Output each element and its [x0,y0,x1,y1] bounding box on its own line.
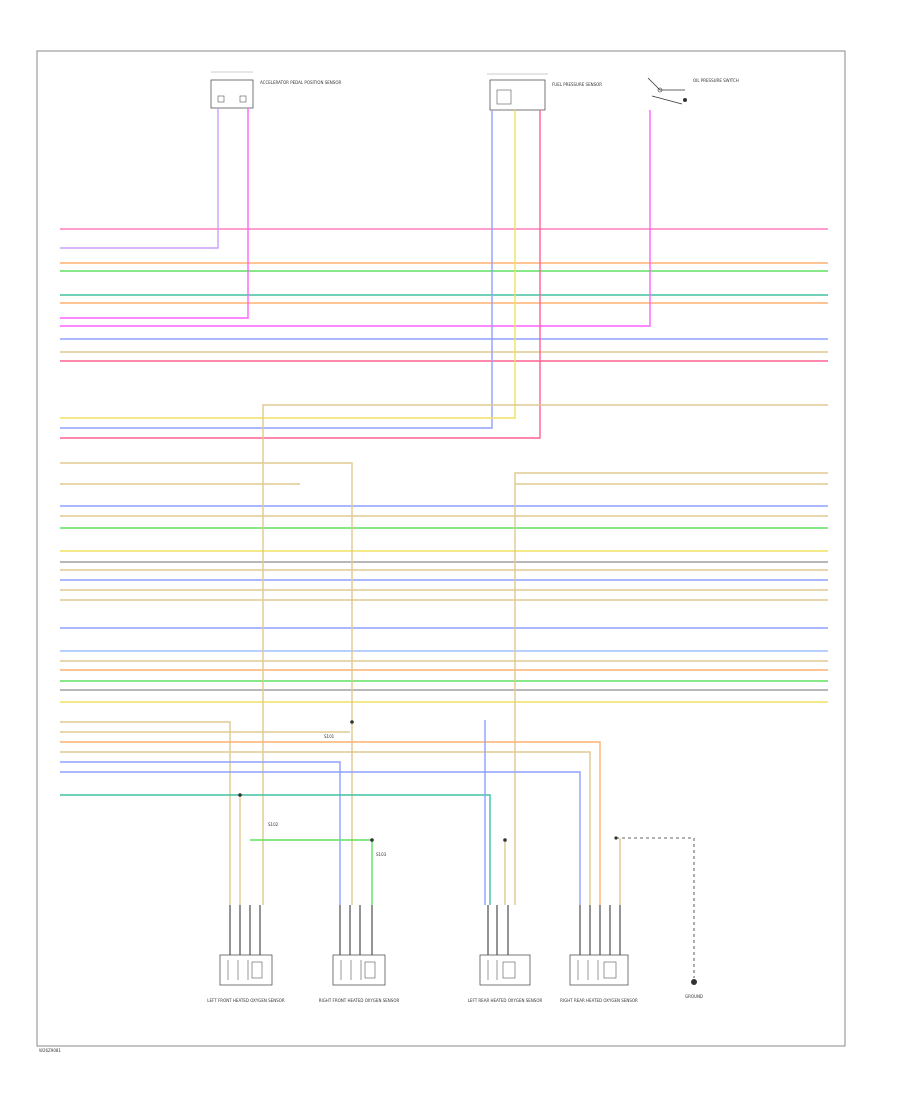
splice-dot-1 [350,720,354,724]
splice-dot-4 [503,838,507,842]
wire-o2-f [60,771,581,905]
wire-o2-g [60,794,491,905]
splice-dot-3 [370,838,374,842]
rear-oxygen-sensor-right: RIGHT REAR HEATED OXYGEN SENSOR [560,954,638,1003]
splice-label-1: S101 [324,734,335,739]
wire-front-o2-feed [60,462,353,905]
wire-o2-shield [250,839,373,905]
rear-oxygen-sensor-left: LEFT REAR HEATED OXYGEN SENSOR [468,954,543,1003]
front-left-o2-label: LEFT FRONT HEATED OXYGEN SENSOR [207,998,285,1003]
accelerator-pedal-position-sensor: ACCELERATOR PEDAL POSITION SENSOR [210,71,341,109]
wire-o2-d [60,751,591,905]
diagram-footer-code: W26Z9081 [39,1048,61,1053]
rear-left-o2-label: LEFT REAR HEATED OXYGEN SENSOR [468,998,543,1003]
ground-label: GROUND [685,994,703,999]
splice-label-2: S102 [268,822,279,827]
wire-oil-switch [60,110,651,327]
wire-fuel-ref [60,110,516,419]
accelerator-sensor-label: ACCELERATOR PEDAL POSITION SENSOR [260,80,341,85]
wire-fuel-ground [60,110,541,439]
wire-o2-heater-feed [262,404,828,905]
oil-pressure-switch: OIL PRESSURE SWITCH [647,77,739,105]
splice-dot-2 [238,793,242,797]
diagram-frame [36,50,846,1047]
wire-accel-ref [60,108,249,319]
wire-o2-e [60,761,341,905]
splice-label-3: S103 [376,852,387,857]
fuel-pressure-sensor-label: FUEL PRESSURE SENSOR [552,82,602,87]
oil-pressure-switch-label: OIL PRESSURE SWITCH [693,78,739,83]
wire-o2-c [60,741,601,905]
front-oxygen-sensor-left: LEFT FRONT HEATED OXYGEN SENSOR [207,954,285,1003]
wire-harness [60,108,828,955]
wire-fuel-signal [60,110,493,429]
rear-right-o2-label: RIGHT REAR HEATED OXYGEN SENSOR [560,998,638,1003]
ground-point: GROUND [614,836,703,999]
fuel-pressure-sensor: FUEL PRESSURE SENSOR [487,73,602,111]
wire-o2-a [60,721,231,905]
wire-accel-signal [60,108,219,249]
front-right-o2-label: RIGHT FRONT HEATED OXYGEN SENSOR [319,998,400,1003]
front-oxygen-sensor-right: RIGHT FRONT HEATED OXYGEN SENSOR [319,954,400,1003]
wire-rear-o2-feed [514,472,828,905]
